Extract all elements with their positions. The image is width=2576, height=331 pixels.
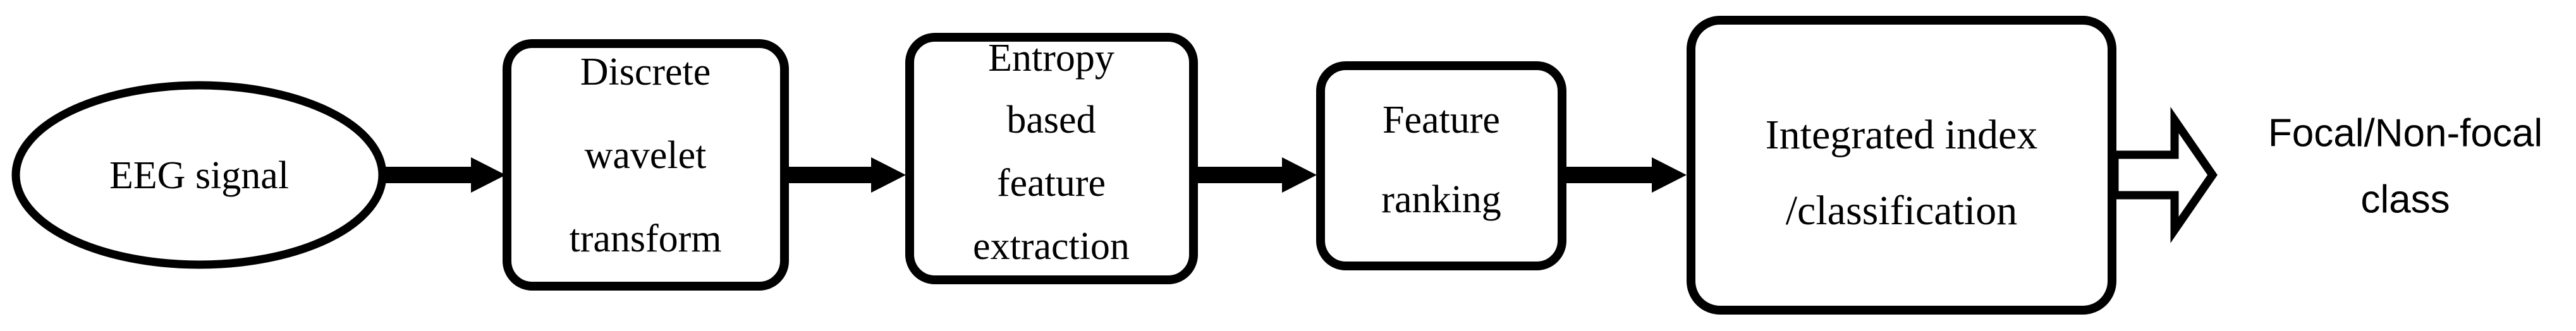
node-entropy-based-feature-extraction[interactable]: Entropy based feature extraction — [905, 33, 1198, 284]
solid-arrow-icon — [383, 157, 506, 193]
rounded-rect-shape-integrated-index-classification — [1687, 16, 2116, 315]
solid-arrow-icon — [1195, 157, 1317, 193]
arrow-integrated-to-output — [2110, 107, 2218, 243]
node-label-entropy-line-2: based — [1006, 99, 1096, 141]
rounded-rect-shape-entropy-based-feature-extraction — [905, 33, 1198, 284]
rounded-rect-shape-feature-ranking — [1316, 61, 1566, 270]
node-label-dwt-line-3: transform — [569, 217, 721, 260]
node-label-dwt-line-1: Discrete — [580, 51, 711, 93]
arrow-ranking-to-integrated — [1563, 157, 1687, 193]
arrow-eeg-to-dwt — [383, 157, 506, 193]
output-label-line-1: Focal/Non-focal — [2268, 111, 2542, 155]
hollow-block-arrow-icon — [2110, 107, 2218, 243]
output-label-line-2: class — [2360, 178, 2450, 221]
node-feature-ranking[interactable]: Feature ranking — [1316, 61, 1566, 270]
node-label-ranking-line-2: ranking — [1381, 178, 1501, 221]
solid-arrow-icon — [786, 157, 906, 193]
node-label-integrated-line-2: /classification — [1786, 188, 2018, 234]
node-integrated-index-classification[interactable]: Integrated index /classification — [1687, 16, 2116, 315]
ellipse-shape-eeg-signal — [11, 81, 387, 269]
node-label-entropy-line-4: extraction — [973, 225, 1130, 268]
node-focal-nonfocal-class: Focal/Non-focal class — [2268, 111, 2542, 221]
node-label-integrated-line-1: Integrated index — [1766, 112, 2038, 158]
solid-arrow-icon — [1563, 157, 1687, 193]
rounded-rect-shape-discrete-wavelet-transform — [503, 39, 789, 291]
node-label-entropy-line-1: Entropy — [988, 37, 1114, 80]
node-label-eeg-signal: EEG signal — [109, 154, 289, 197]
node-label-dwt-line-2: wavelet — [585, 134, 707, 177]
node-eeg-signal[interactable]: EEG signal — [11, 81, 387, 269]
node-label-entropy-line-3: feature — [997, 162, 1106, 205]
node-label-ranking-line-1: Feature — [1383, 99, 1500, 141]
arrow-entropy-to-ranking — [1195, 157, 1317, 193]
node-discrete-wavelet-transform[interactable]: Discrete wavelet transform — [503, 39, 789, 291]
arrow-dwt-to-entropy — [786, 157, 906, 193]
